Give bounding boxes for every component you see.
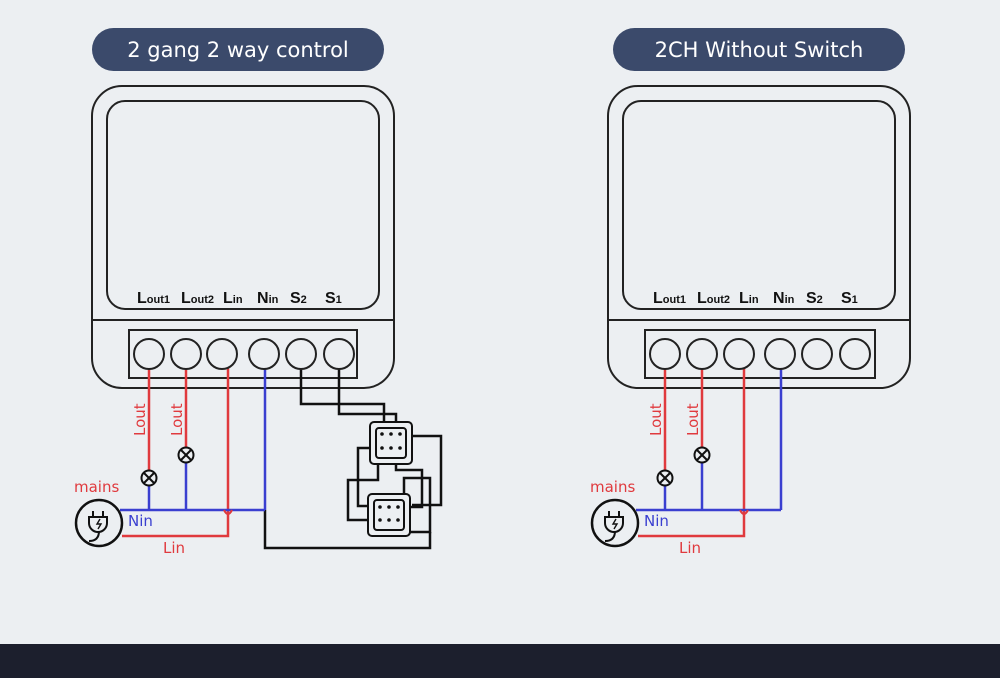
wire-label-nin: Nin — [644, 512, 669, 530]
diagram-title: 2 gang 2 way control — [92, 28, 384, 71]
diagram-2ch-without-switch: Lout1 Lout2 Lin Nin S2 S1 — [590, 85, 911, 557]
lamp-icon — [693, 446, 711, 464]
terminal-label-s1: S1 — [325, 290, 342, 307]
lamp-icon — [140, 469, 158, 487]
wire-label-lout: Lout — [684, 403, 702, 436]
wire-label-mains: mains — [74, 478, 119, 496]
wire-label-lout: Lout — [647, 403, 665, 436]
terminal-screws — [133, 338, 355, 370]
diagram-2gang-2way: Lout1 Lout2 Lin Nin S2 S1 — [74, 85, 443, 557]
plug-icon — [590, 498, 640, 548]
terminal-label-lin: Lin — [223, 290, 243, 307]
wire-label-lout: Lout — [168, 403, 186, 436]
terminal-block — [644, 329, 876, 379]
neutral-wires — [636, 354, 783, 512]
switch-icon — [367, 493, 411, 537]
terminal-screws — [649, 338, 871, 370]
wire-label-mains: mains — [590, 478, 635, 496]
plug-icon — [74, 498, 124, 548]
terminal-label-lout2: Lout2 — [181, 290, 214, 307]
terminal-label-lout1: Lout1 — [137, 290, 170, 307]
footer-bar — [0, 644, 1000, 678]
terminal-label-nin: Nin — [257, 290, 279, 307]
wire-label-nin: Nin — [128, 512, 153, 530]
relay-module-face — [106, 100, 380, 310]
terminal-label-s1: S1 — [841, 290, 858, 307]
terminal-label-nin: Nin — [773, 290, 795, 307]
relay-module-face — [622, 100, 896, 310]
neutral-wires — [120, 354, 267, 512]
terminal-label-s2: S2 — [806, 290, 823, 307]
terminal-label-lout1: Lout1 — [653, 290, 686, 307]
terminal-label-lin: Lin — [739, 290, 759, 307]
switch-icon — [369, 421, 413, 465]
wire-label-lin: Lin — [163, 539, 185, 557]
terminal-label-lout2: Lout2 — [697, 290, 730, 307]
terminal-label-s2: S2 — [290, 290, 307, 307]
wire-label-lin: Lin — [679, 539, 701, 557]
terminal-block — [128, 329, 358, 379]
lamp-icon — [177, 446, 195, 464]
lamp-icon — [656, 469, 674, 487]
diagram-title: 2CH Without Switch — [613, 28, 905, 71]
wire-label-lout: Lout — [131, 403, 149, 436]
